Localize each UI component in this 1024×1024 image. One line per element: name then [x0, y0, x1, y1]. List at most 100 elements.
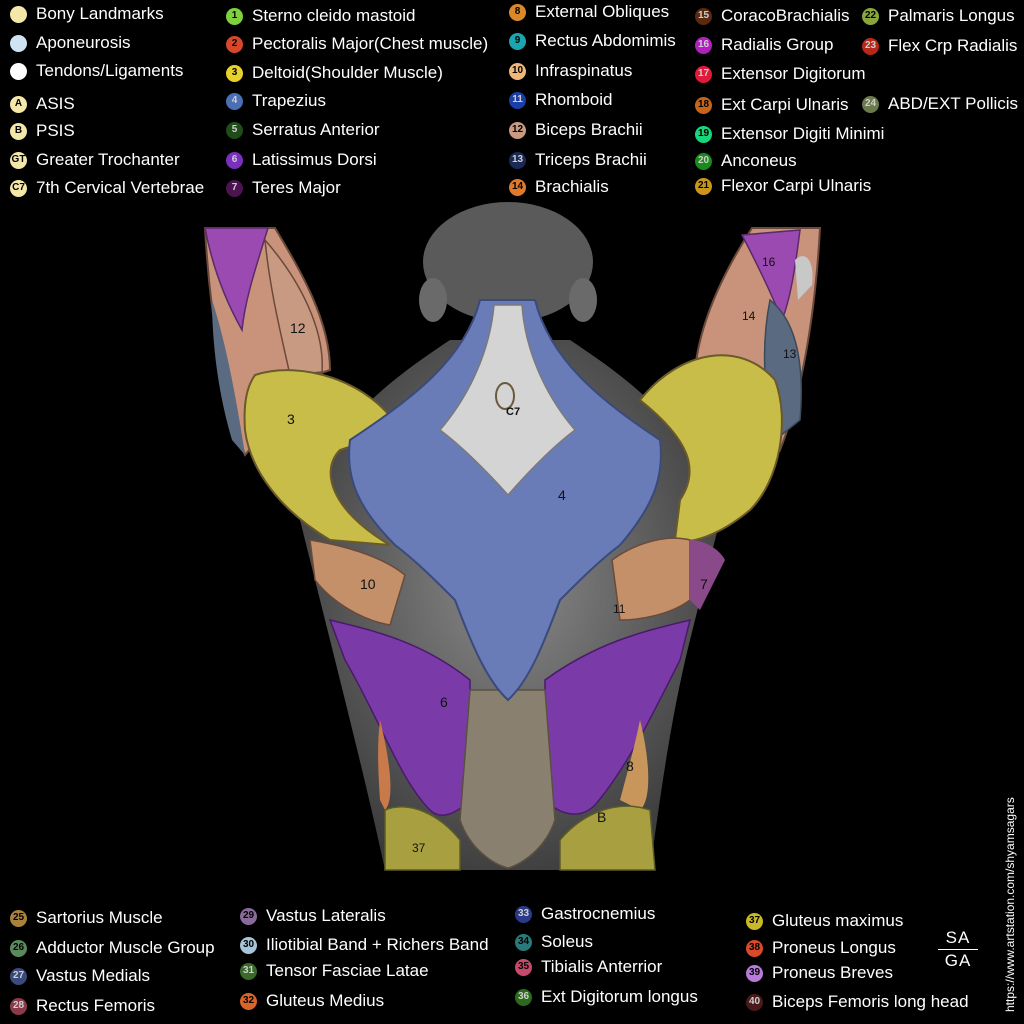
legend-label: PSIS	[36, 121, 75, 140]
legend-top-item: Aponeurosis	[10, 33, 131, 53]
label-biceps-left: 12	[290, 320, 306, 336]
legend-label: Deltoid(Shoulder Muscle)	[252, 63, 443, 82]
deltoid-left	[243, 369, 402, 546]
legend-marker-icon: 25	[10, 909, 27, 927]
legend-label: ASIS	[36, 94, 75, 113]
label-latissimus-left: 6	[440, 694, 448, 710]
legend-top-item: A ASIS	[10, 94, 75, 114]
legend-marker-icon: 27	[10, 967, 27, 985]
legend-marker-icon: 10	[509, 62, 526, 80]
legend-label: Flexor Carpi Ulnaris	[721, 176, 872, 195]
legend-marker-icon: 26	[10, 939, 27, 957]
label-gluteus: 37	[412, 841, 426, 855]
legend-label: Radialis Group	[721, 35, 834, 54]
legend-top-item: 8 External Obliques	[509, 2, 669, 22]
label-deltoid-left: 3	[287, 411, 295, 427]
infraspinatus-left	[309, 539, 406, 626]
latissimus-left	[328, 618, 471, 816]
legend-marker-icon: 35	[515, 958, 532, 976]
legend-label: Greater Trochanter	[36, 150, 180, 169]
legend-marker-icon: 13	[509, 151, 526, 169]
legend-label: Vastus Lateralis	[266, 906, 386, 925]
label-c7: C7	[506, 406, 520, 418]
legend-label: Gluteus maximus	[772, 911, 904, 930]
legend-marker-icon: 5	[226, 121, 243, 139]
legend-label: Palmaris Longus	[888, 6, 1015, 25]
legend-marker-icon: 8	[509, 3, 526, 21]
legend-label: Gastrocnemius	[541, 904, 656, 923]
label-teres-major: 7	[700, 576, 708, 592]
legend-marker-icon: 15	[695, 7, 712, 25]
legend-marker-icon: 4	[226, 92, 243, 110]
label-external-obliques: 8	[626, 758, 634, 774]
biceps-left	[264, 237, 323, 376]
saga-logo: SA GA	[938, 928, 978, 971]
legend-label: Bony Landmarks	[36, 4, 164, 23]
legend-label: Biceps Femoris long head	[772, 992, 969, 1011]
label-infraspinatus-left: 10	[360, 576, 376, 592]
legend-label: Adductor Muscle Group	[36, 938, 215, 957]
legend-marker-icon: 18	[695, 96, 712, 114]
legend-marker-icon: 6	[226, 151, 243, 169]
legend-marker-icon: 28	[10, 997, 27, 1015]
legend-marker-icon: 7	[226, 179, 243, 197]
legend-label: Pectoralis Major(Chest muscle)	[252, 34, 489, 53]
legend-bottom-item: 26 Adductor Muscle Group	[10, 938, 215, 958]
label-radialis-right: 16	[762, 255, 776, 269]
legend-marker-icon: 37	[746, 912, 763, 930]
legend-label: Tendons/Ligaments	[36, 61, 184, 80]
external-obliques-left	[378, 720, 391, 810]
deltoid-right	[638, 354, 783, 543]
logo-top: SA	[945, 928, 971, 947]
legend-label: CoracoBrachialis	[721, 6, 850, 25]
legend-label: Serratus Anterior	[252, 120, 380, 139]
legend-marker-icon: 24	[862, 95, 879, 113]
legend-marker-icon: 1	[226, 7, 243, 25]
legend-marker-icon: 39	[746, 964, 763, 982]
legend-marker-icon: GT	[10, 151, 27, 169]
legend-label: Gluteus Medius	[266, 991, 385, 1010]
legend-label: Sterno cleido mastoid	[252, 6, 416, 25]
legend-label: External Obliques	[535, 2, 670, 21]
legend-label: Infraspinatus	[535, 61, 633, 80]
legend-marker-icon: 20	[695, 152, 712, 170]
legend-label: Tensor Fasciae Latae	[266, 961, 429, 980]
right-arm	[693, 227, 822, 453]
legend-label: Extensor Digiti Minimi	[721, 124, 885, 143]
legend-bottom-item: 33 Gastrocnemius	[515, 904, 655, 924]
legend-marker-icon: 38	[746, 939, 763, 957]
legend-top-item: Tendons/Ligaments	[10, 61, 183, 81]
left-arm	[203, 227, 332, 457]
gluteus-right	[559, 805, 656, 871]
legend-marker-icon: 33	[515, 905, 532, 923]
legend-label: Trapezius	[252, 91, 327, 110]
legend-label: Aponeurosis	[36, 33, 131, 52]
legend-marker-icon: 40	[746, 993, 763, 1011]
c7-landmark	[495, 382, 515, 410]
legend-marker-icon: 9	[509, 32, 526, 50]
legend-marker-icon	[10, 62, 27, 80]
legend-marker-icon	[10, 5, 27, 23]
legend-label: Rectus Femoris	[36, 996, 156, 1015]
legend-label: Iliotibial Band + Richers Band	[266, 935, 489, 954]
legend-marker-icon: A	[10, 95, 27, 113]
